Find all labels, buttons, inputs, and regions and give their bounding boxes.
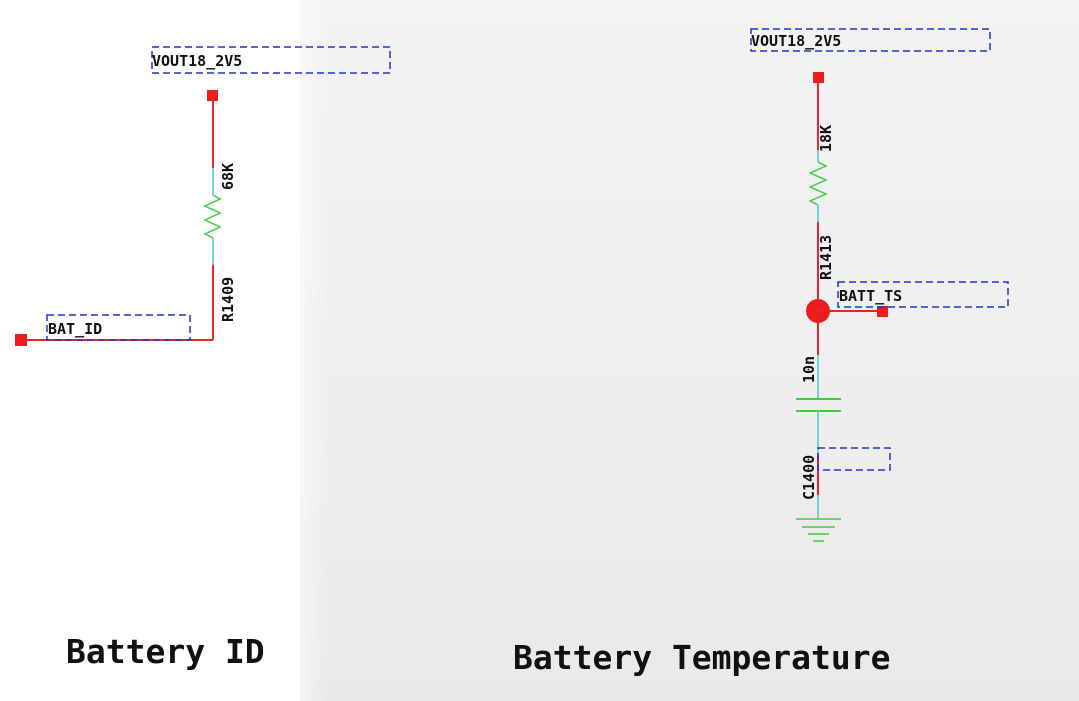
battery-id-circuit: VOUT18_2V5 68K R1409 BAT_ID xyxy=(15,46,391,346)
battery-temperature-signal-net-label: BATT_TS xyxy=(839,287,902,305)
battery-id-signal-net-label: BAT_ID xyxy=(48,320,102,338)
battery-id-signal-pin[interactable] xyxy=(15,334,27,346)
battery-id-supply-pin[interactable] xyxy=(207,90,218,101)
battery-temperature-signal-pin[interactable] xyxy=(877,306,888,317)
battery-temperature-resistor-symbol xyxy=(808,161,828,206)
battery-temperature-supply-net-label: VOUT18_2V5 xyxy=(751,32,841,50)
battery-temperature-capacitor-net-box xyxy=(817,447,891,471)
ground-icon xyxy=(796,518,841,542)
battery-id-resistor-value: 68K xyxy=(219,163,237,190)
battery-temperature-capacitor-ref: C1400 xyxy=(800,455,818,500)
battery-temperature-resistor-ref: R1413 xyxy=(817,235,835,280)
background-fade xyxy=(270,0,330,701)
battery-temperature-resistor-value: 18K xyxy=(817,125,835,152)
battery-id-signal-net-box xyxy=(46,314,191,341)
battery-id-caption: Battery ID xyxy=(66,632,265,671)
battery-temperature-caption: Battery Temperature xyxy=(513,638,891,677)
battery-temperature-supply-pin[interactable] xyxy=(813,72,824,83)
battery-id-resistor-symbol xyxy=(203,194,222,239)
battery-id-supply-net-label: VOUT18_2V5 xyxy=(152,52,242,70)
battery-temperature-supply-net-box xyxy=(750,28,991,52)
battery-id-resistor-ref: R1409 xyxy=(219,277,237,322)
battery-temperature-circuit: VOUT18_2V5 18K R1413 BATT_TS 10n C1400 xyxy=(750,28,1009,542)
battery-temperature-signal-net-box xyxy=(837,281,1009,308)
schematic-background-panel xyxy=(300,0,1079,701)
battery-temperature-capacitor-value: 10n xyxy=(800,356,818,383)
